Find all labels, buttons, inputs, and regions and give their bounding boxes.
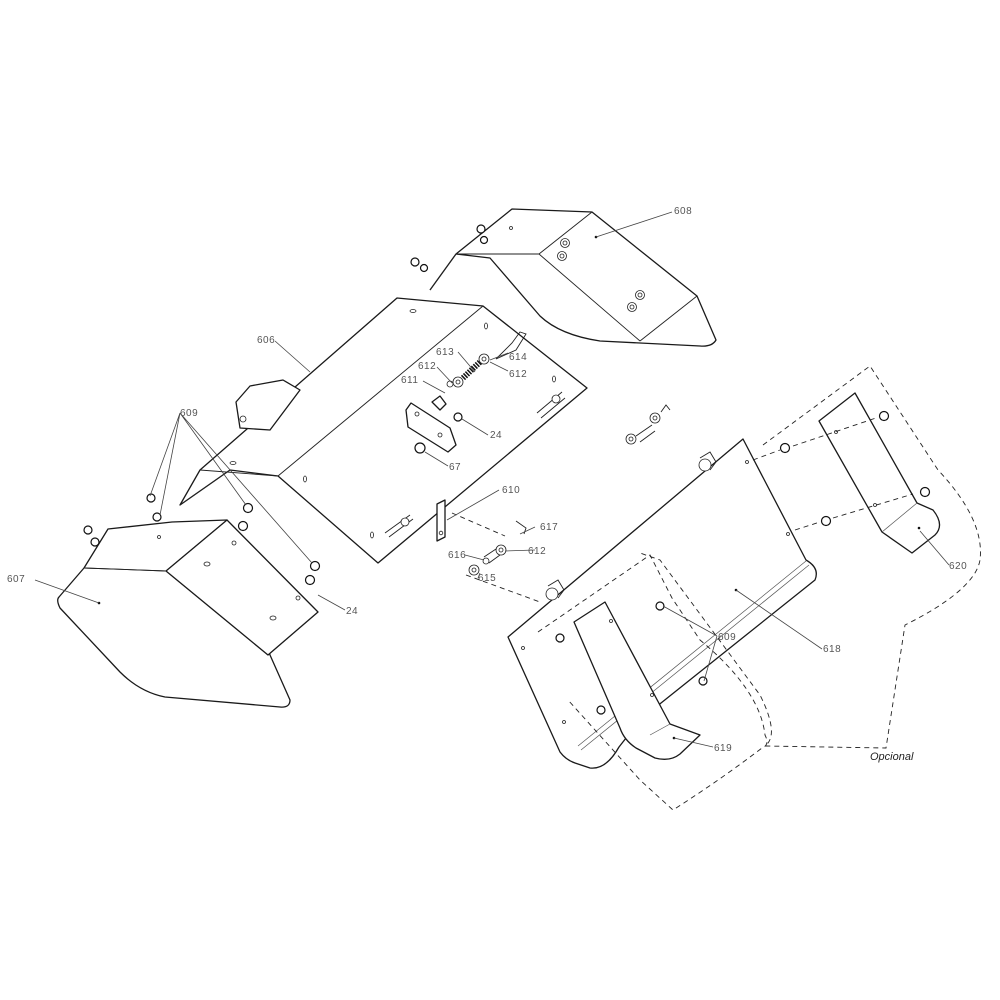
- callout-615: 615: [478, 573, 496, 584]
- optional-label: Opcional: [870, 751, 914, 763]
- callout-619: 619: [714, 743, 732, 754]
- hinge-assembly: [405, 353, 490, 454]
- loose-pin-set: [625, 404, 671, 445]
- callout-613: 613: [436, 347, 454, 358]
- callout-612-bottom: 612: [528, 546, 546, 557]
- part-608-shield: [410, 208, 717, 347]
- callout-616: 616: [448, 550, 466, 561]
- callout-24-left: 24: [346, 606, 358, 617]
- optional-boundary: [537, 365, 981, 811]
- callout-610: 610: [502, 485, 520, 496]
- callout-67: 67: [449, 462, 461, 473]
- callout-609-right: 609: [718, 632, 736, 643]
- callout-617: 617: [540, 522, 558, 533]
- callout-614: 614: [509, 352, 527, 363]
- callout-24-center: 24: [490, 430, 502, 441]
- callout-607: 607: [7, 574, 25, 585]
- callout-618: 618: [823, 644, 841, 655]
- callout-609-left: 609: [180, 408, 198, 419]
- callout-labels: 608 606 609 607 24 613 612 611 614 612 2…: [7, 206, 967, 763]
- callout-606: 606: [257, 335, 275, 346]
- callout-611: 611: [401, 375, 418, 386]
- callout-612-top: 612: [418, 361, 436, 372]
- callout-608: 608: [674, 206, 692, 217]
- callout-612-mid: 612: [509, 369, 527, 380]
- part-619-plate: [555, 601, 708, 760]
- part-607-shield: [57, 493, 321, 708]
- leader-lines: [34, 211, 950, 748]
- part-620-plate: [752, 392, 941, 554]
- callout-620: 620: [949, 561, 967, 572]
